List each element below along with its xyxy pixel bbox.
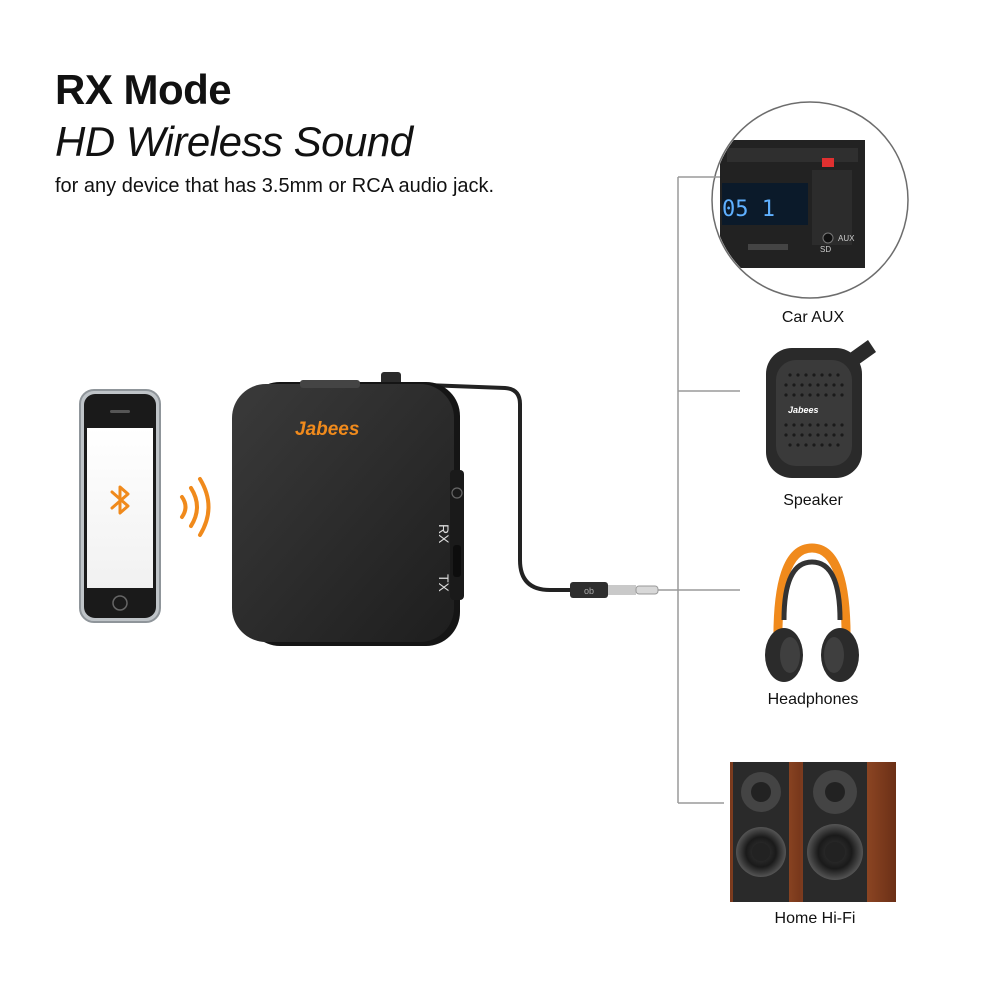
page-description: for any device that has 3.5mm or RCA aud… [55, 175, 495, 197]
switch-rx-label: RX [436, 524, 452, 544]
speaker-brand-logo: Jabees [788, 405, 819, 415]
connector-bracket [658, 176, 740, 804]
car-stereo [711, 101, 909, 299]
output-label-car-aux: Car AUX [781, 309, 845, 326]
jabees-device [232, 380, 464, 646]
output-label-home-hifi: Home Hi-Fi [774, 910, 856, 927]
car-aux-label: AUX [838, 234, 855, 243]
car-display-readout: 05 1 [722, 197, 775, 222]
portable-speaker [766, 340, 876, 478]
headphones [765, 543, 859, 682]
phone [79, 389, 161, 623]
signal-waves-icon [180, 477, 211, 537]
switch-tx-label: TX [436, 574, 452, 592]
device-brand-logo: Jabees [295, 419, 360, 440]
page-subtitle: HD Wireless Sound [55, 118, 413, 165]
svg-text:ob: ob [584, 586, 594, 596]
output-label-headphones: Headphones [767, 691, 859, 708]
page-title: RX Mode [55, 66, 232, 113]
audio-cable: ob [381, 372, 659, 598]
output-label-speaker: Speaker [783, 492, 843, 509]
hifi-speakers [730, 762, 896, 902]
car-sd-label: SD [820, 245, 832, 254]
bluetooth-icon [110, 485, 130, 515]
